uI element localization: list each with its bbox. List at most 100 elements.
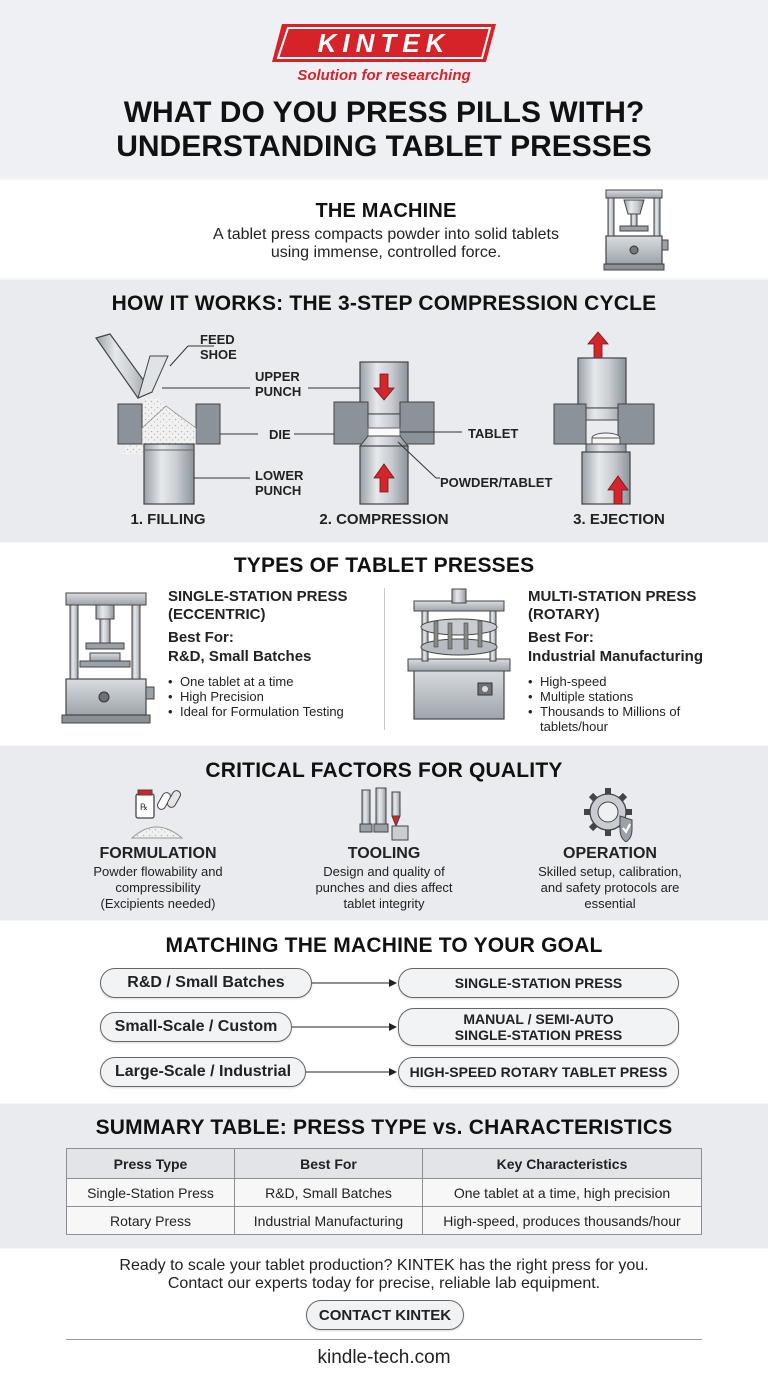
single-station-press-icon (61, 592, 155, 724)
label-lower-punch-line2: PUNCH (255, 483, 302, 498)
powder-icon: ℞ (130, 789, 184, 839)
machine-text: A tablet press compacts powder into soli… (156, 226, 616, 262)
machine-heading: THE MACHINE (315, 200, 457, 222)
brand-name: KINTEK (317, 28, 451, 58)
punch-tools-icon (359, 787, 409, 841)
step-filling: 1. FILLING (130, 511, 206, 528)
multi-title-line2: (ROTARY) (528, 606, 600, 623)
factors-section: CRITICAL FACTORS FOR QUALITY ℞ (0, 746, 768, 920)
table-cell: One tablet at a time, high precision (422, 1178, 702, 1207)
cta-text: Ready to scale your tablet production? K… (0, 1257, 768, 1293)
label-feed-shoe-line1: FEED (200, 332, 235, 347)
matching-section: MATCHING THE MACHINE TO YOUR GOAL R&D / … (0, 921, 768, 1103)
multi-bullet: High-speed (528, 674, 708, 689)
multi-title-line1: MULTI-STATION PRESS (528, 588, 697, 605)
label-feed-shoe: FEED SHOE (200, 332, 237, 362)
single-bullets: One tablet at a time High Precision Idea… (168, 674, 378, 719)
page-title-line2: UNDERSTANDING TABLET PRESSES (116, 130, 652, 163)
factor-desc-line1: Skilled setup, calibration, (538, 864, 682, 879)
machine-text-line1: A tablet press compacts powder into soli… (213, 226, 559, 243)
multi-station-info: MULTI-STATION PRESS (ROTARY) Best For: I… (528, 588, 748, 734)
machine-section: THE MACHINE A tablet press compacts powd… (0, 180, 768, 278)
single-best-label: Best For: (168, 629, 234, 646)
single-best-value: R&D, Small Batches (168, 648, 312, 665)
factor-desc-line3: (Excipients needed) (100, 896, 216, 911)
svg-text:℞: ℞ (140, 802, 148, 812)
label-lower-punch-line1: LOWER (255, 468, 304, 483)
rotary-press-icon (407, 588, 511, 720)
ejection-illustration (553, 331, 655, 505)
page-title-line1: WHAT DO YOU PRESS PILLS WITH? (123, 96, 645, 129)
single-title-line1: SINGLE-STATION PRESS (168, 588, 348, 605)
table-row: Single-Station Press R&D, Small Batches … (66, 1178, 702, 1207)
label-powder-tablet: POWDER/TABLET (440, 475, 553, 490)
table-cell: Single-Station Press (66, 1178, 235, 1207)
factor-tooling: TOOLING Design and quality of punches an… (286, 844, 482, 912)
machine-pill-manual[interactable]: MANUAL / SEMI-AUTO SINGLE-STATION PRESS (398, 1008, 679, 1046)
machine-pill-text: HIGH-SPEED ROTARY TABLET PRESS (409, 1064, 668, 1080)
label-lower-punch: LOWER PUNCH (255, 468, 303, 498)
logo-badge-icon (272, 24, 496, 62)
multi-bullet: Multiple stations (528, 689, 708, 704)
summary-heading: SUMMARY TABLE: PRESS TYPE vs. CHARACTERI… (95, 1116, 673, 1139)
step-compression: 2. COMPRESSION (319, 511, 449, 528)
summary-section: SUMMARY TABLE: PRESS TYPE vs. CHARACTERI… (0, 1104, 768, 1248)
types-heading: TYPES OF TABLET PRESSES (233, 554, 535, 577)
summary-table: Press Type Best For Key Characteristics … (66, 1148, 702, 1235)
machine-text-line2: using immense, controlled force. (270, 244, 502, 261)
single-bullet: Ideal for Formulation Testing (168, 704, 378, 719)
factor-desc-line2: compressibility (115, 880, 201, 895)
footer-url[interactable]: kindle-tech.com (317, 1347, 451, 1368)
cta-line2: Contact our experts today for precise, r… (167, 1275, 601, 1292)
multi-best-value: Industrial Manufacturing (528, 648, 704, 665)
goal-pill-rnd[interactable]: R&D / Small Batches (100, 968, 312, 998)
multi-title: MULTI-STATION PRESS (ROTARY) (528, 588, 748, 624)
compression-illustration (294, 361, 462, 505)
machine-pill-rotary[interactable]: HIGH-SPEED ROTARY TABLET PRESS (398, 1057, 679, 1087)
factor-desc-line1: Design and quality of (323, 864, 445, 879)
compression-cycle-diagram (95, 331, 655, 505)
label-tablet: TABLET (468, 426, 519, 441)
table-header-row: Press Type Best For Key Characteristics (66, 1148, 702, 1179)
table-header-cell: Key Characteristics (422, 1148, 702, 1179)
label-feed-shoe-line2: SHOE (200, 347, 237, 362)
types-divider (384, 588, 385, 730)
label-upper-punch-line1: UPPER (255, 369, 300, 384)
multi-bullets: High-speed Multiple stations Thousands t… (528, 674, 708, 734)
factor-desc-line1: Powder flowability and (93, 864, 223, 879)
factor-desc-line2: punches and dies affect (315, 880, 453, 895)
table-cell: Rotary Press (66, 1206, 235, 1235)
contact-button[interactable]: CONTACT KINTEK (306, 1300, 464, 1330)
single-title: SINGLE-STATION PRESS (ECCENTRIC) (168, 588, 378, 624)
single-bullet: One tablet at a time (168, 674, 378, 689)
header: KINTEK Solution for researching WHAT DO … (0, 0, 768, 178)
label-die: DIE (269, 427, 291, 442)
goal-pill-small-scale[interactable]: Small-Scale / Custom (100, 1012, 292, 1042)
machine-pill-text-line1: MANUAL / SEMI-AUTO (463, 1011, 614, 1027)
how-it-works-section: HOW IT WORKS: THE 3-STEP COMPRESSION CYC… (0, 280, 768, 542)
machine-pill-text-line2: SINGLE-STATION PRESS (454, 1027, 623, 1043)
cta-section: Ready to scale your tablet production? K… (0, 1249, 768, 1376)
single-title-line2: (ECCENTRIC) (168, 606, 266, 623)
multi-best-label: Best For: (528, 629, 594, 646)
cta-line1: Ready to scale your tablet production? K… (119, 1257, 649, 1274)
table-cell: Industrial Manufacturing (234, 1206, 423, 1235)
brand-logo[interactable]: KINTEK (268, 22, 500, 64)
factor-desc-line2: and safety protocols are (540, 880, 680, 895)
gear-shield-icon (584, 788, 633, 842)
matching-arrows (292, 979, 397, 1076)
machine-pill-single[interactable]: SINGLE-STATION PRESS (398, 968, 679, 998)
factors-heading: CRITICAL FACTORS FOR QUALITY (205, 759, 563, 782)
filling-illustration (95, 333, 258, 505)
single-station-info: SINGLE-STATION PRESS (ECCENTRIC) Best Fo… (168, 588, 378, 719)
factor-title: OPERATION (563, 845, 657, 862)
table-row: Rotary Press Industrial Manufacturing Hi… (66, 1206, 702, 1235)
types-section: TYPES OF TABLET PRESSES SINGLE-STATION P… (0, 543, 768, 745)
brand-tagline: Solution for researching (297, 67, 471, 84)
how-heading: HOW IT WORKS: THE 3-STEP COMPRESSION CYC… (111, 292, 657, 315)
single-bullet: High Precision (168, 689, 378, 704)
goal-pill-large-scale[interactable]: Large-Scale / Industrial (100, 1057, 306, 1087)
factor-title: TOOLING (347, 845, 421, 862)
multi-bullet: Thousands to Millions of tablets/hour (528, 704, 708, 734)
label-upper-punch: UPPER PUNCH (255, 369, 301, 399)
